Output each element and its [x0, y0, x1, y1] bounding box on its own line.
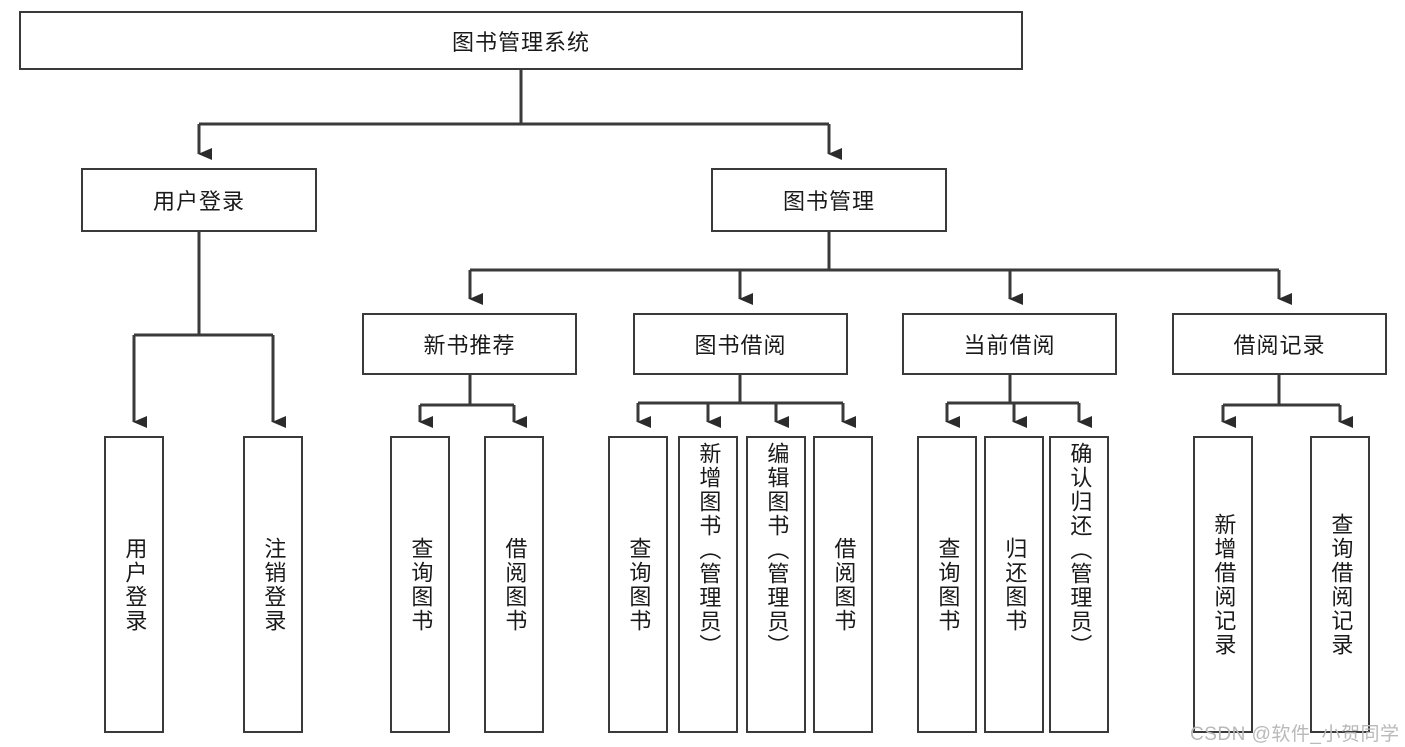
leaf-query-borrow-record[interactable]: 查询借阅记录	[1310, 436, 1370, 733]
leaf-borrow-book-1[interactable]: 借阅图书	[484, 436, 544, 733]
leaf-confirm-return-admin[interactable]: 确认归还（管理员）	[1049, 436, 1109, 733]
node-user-login-label: 用户登录	[152, 189, 245, 214]
node-book-manage[interactable]: 图书管理	[711, 168, 947, 232]
leaf-query-book-2-label: 查询图书	[626, 536, 652, 633]
leaf-confirm-return-admin-label: 确认归还（管理员）	[1067, 442, 1093, 658]
csdn-watermark: CSDN @软件_小贺同学	[1190, 724, 1400, 745]
node-book-borrow[interactable]: 图书借阅	[633, 313, 848, 375]
leaf-edit-book-admin[interactable]: 编辑图书（管理员）	[746, 436, 806, 733]
leaf-edit-book-admin-label: 编辑图书（管理员）	[764, 442, 790, 658]
leaf-user-login[interactable]: 用户登录	[104, 436, 164, 733]
node-root-system[interactable]: 图书管理系统	[19, 11, 1023, 70]
leaf-add-borrow-record[interactable]: 新增借阅记录	[1193, 436, 1253, 733]
node-new-book-recommend-label: 新书推荐	[423, 333, 516, 358]
leaf-borrow-book-2-label: 借阅图书	[831, 536, 857, 633]
node-current-borrow-label: 当前借阅	[963, 333, 1056, 358]
node-book-manage-label: 图书管理	[782, 189, 875, 214]
leaf-return-book-label: 归还图书	[1002, 536, 1028, 633]
leaf-query-book-1[interactable]: 查询图书	[390, 436, 450, 733]
node-current-borrow[interactable]: 当前借阅	[902, 313, 1117, 375]
node-root-label: 图书管理系统	[451, 29, 590, 55]
leaf-logout-label: 注销登录	[261, 536, 287, 633]
node-new-book-recommend[interactable]: 新书推荐	[362, 313, 577, 375]
leaf-user-login-label: 用户登录	[122, 536, 148, 633]
leaf-add-book-admin-label: 新增图书（管理员）	[696, 442, 722, 658]
node-book-borrow-label: 图书借阅	[694, 333, 787, 358]
node-borrow-record-label: 借阅记录	[1233, 333, 1326, 358]
leaf-query-book-3-label: 查询图书	[935, 536, 961, 633]
leaf-query-book-2[interactable]: 查询图书	[608, 436, 668, 733]
leaf-query-borrow-record-label: 查询借阅记录	[1328, 512, 1354, 657]
leaf-query-book-1-label: 查询图书	[408, 536, 434, 633]
leaf-borrow-book-2[interactable]: 借阅图书	[813, 436, 873, 733]
leaf-return-book[interactable]: 归还图书	[984, 436, 1044, 733]
leaf-add-borrow-record-label: 新增借阅记录	[1211, 512, 1237, 657]
node-borrow-record[interactable]: 借阅记录	[1172, 313, 1387, 375]
leaf-borrow-book-1-label: 借阅图书	[502, 536, 528, 633]
node-user-login[interactable]: 用户登录	[81, 168, 317, 232]
leaf-add-book-admin[interactable]: 新增图书（管理员）	[678, 436, 738, 733]
leaf-query-book-3[interactable]: 查询图书	[917, 436, 977, 733]
leaf-logout[interactable]: 注销登录	[243, 436, 303, 733]
